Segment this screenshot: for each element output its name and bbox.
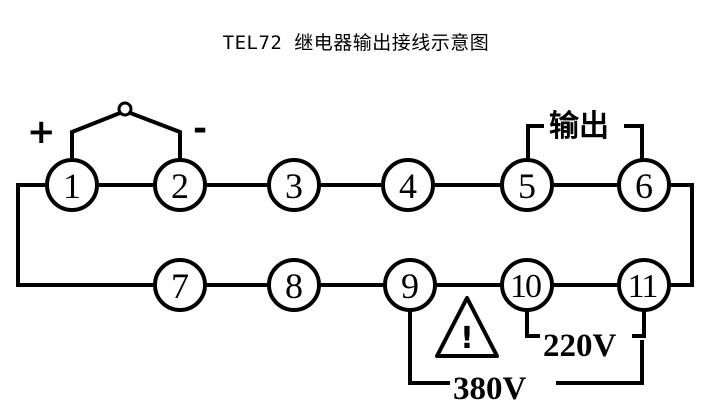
terminal-1-label: 1 (63, 166, 81, 206)
v220-bracket-left (525, 310, 540, 338)
terminal-9-label: 9 (401, 266, 419, 306)
terminal-6-label: 6 (635, 166, 653, 206)
terminal-3-label: 3 (285, 166, 303, 206)
terminal-11-label: 11 (628, 268, 657, 305)
terminal-9: 9 (383, 258, 437, 312)
output-label: 输出 (549, 109, 609, 144)
output-bracket-left (526, 124, 544, 160)
right-loop-wire (672, 183, 694, 287)
terminal-6: 6 (617, 158, 671, 212)
terminal-4: 4 (381, 158, 435, 212)
warning-mark: ! (460, 321, 474, 356)
terminal-8: 8 (267, 258, 321, 312)
terminal-7-label: 7 (171, 266, 189, 306)
v220-label: 220V (543, 328, 617, 364)
minus-sign: - (193, 109, 207, 149)
terminal-5-label: 5 (518, 166, 536, 206)
terminal-10-label: 10 (510, 268, 541, 305)
left-loop-wire (16, 183, 172, 287)
terminal-3: 3 (267, 158, 321, 212)
v380-bracket-left (408, 310, 450, 385)
v380-label: 380V (453, 371, 527, 407)
terminal-11: 11 (617, 258, 671, 312)
switch-pivot-icon (117, 101, 133, 117)
terminal-2-label: 2 (171, 166, 189, 206)
terminal-10: 10 (500, 258, 554, 312)
terminal-8-label: 8 (285, 266, 303, 306)
diagram-title: TEL72 继电器输出接线示意图 (222, 32, 490, 54)
terminal-5: 5 (500, 158, 554, 212)
v220-bracket-right (632, 310, 646, 338)
terminal-2: 2 (153, 158, 207, 212)
terminal-4-label: 4 (399, 166, 417, 206)
plus-sign: + (27, 112, 56, 152)
output-bracket-right (624, 124, 644, 160)
warning-triangle-icon: ! (435, 296, 499, 358)
terminal-7: 7 (153, 258, 207, 312)
terminal-1: 1 (45, 158, 99, 212)
v380-bracket-right (556, 340, 644, 385)
